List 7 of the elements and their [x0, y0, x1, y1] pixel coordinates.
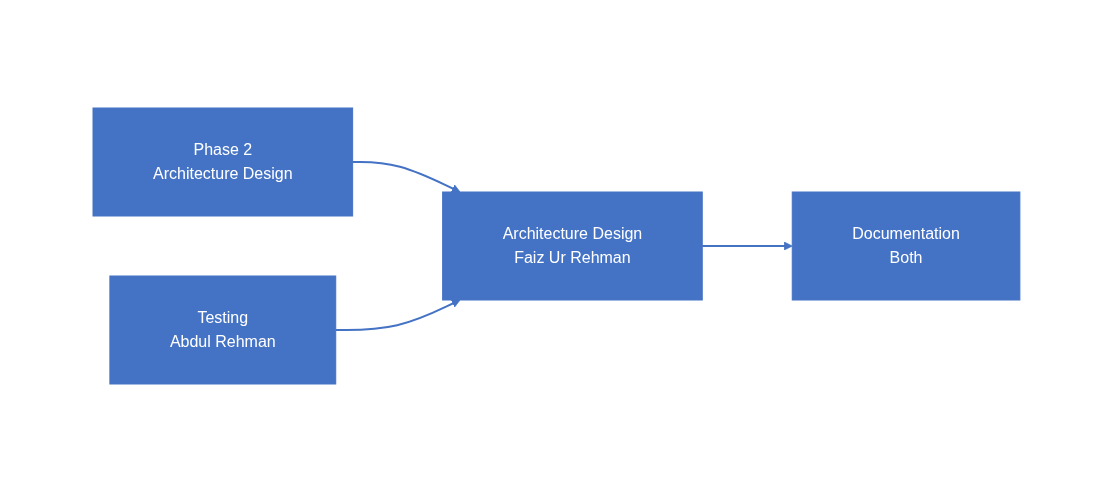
node-box: Architecture Design Faiz Ur Rehman	[441, 191, 703, 301]
node-box: Testing Abdul Rehman	[108, 275, 336, 385]
arrow	[700, 241, 793, 251]
node-box: Phase 2 Architecture Design	[92, 107, 353, 217]
arrow	[334, 299, 460, 331]
arrow	[351, 161, 460, 193]
node-box: Documentation Both	[791, 191, 1020, 301]
